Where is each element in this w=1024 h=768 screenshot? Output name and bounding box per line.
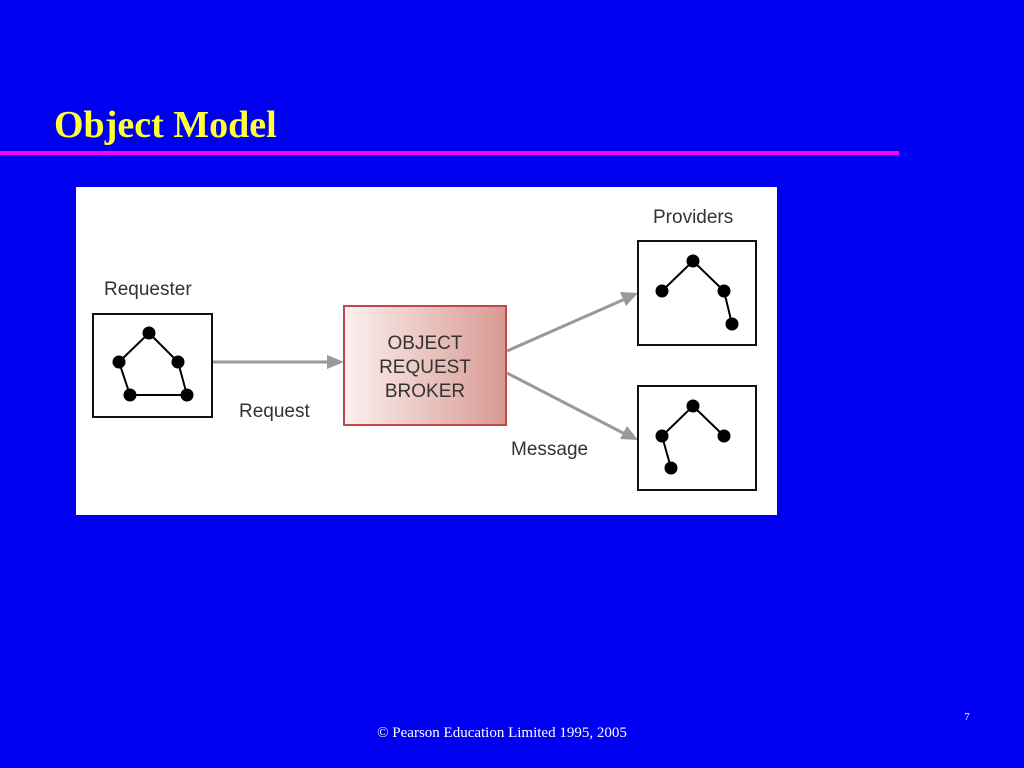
request-label: Request [239, 401, 310, 422]
request-arrow [213, 355, 344, 369]
provider-top-object-graph [655, 254, 739, 331]
requester-object-graph [112, 326, 194, 402]
slide-title: Object Model [54, 104, 277, 146]
providers-label: Providers [653, 207, 733, 228]
broker-label-line-1: OBJECT [388, 333, 463, 354]
requester-label: Requester [104, 279, 192, 300]
message-label: Message [511, 439, 588, 460]
provider-bottom-object-graph [655, 399, 731, 475]
title-underline [0, 151, 899, 155]
object-request-broker-box [343, 305, 507, 426]
diagram-canvas: Requester Request OBJECT REQUEST BROKER [92, 207, 757, 491]
broker-to-provider-top-arrow [506, 292, 638, 353]
broker-label-line-2: REQUEST [379, 357, 471, 378]
broker-label-line-3: BROKER [385, 381, 465, 402]
slide-number: 7 [964, 711, 970, 723]
message-arrow [506, 371, 638, 440]
copyright-notice: © Pearson Education Limited 1995, 2005 [377, 725, 627, 741]
object-model-diagram: Requester Request OBJECT REQUEST BROKER [76, 187, 777, 515]
